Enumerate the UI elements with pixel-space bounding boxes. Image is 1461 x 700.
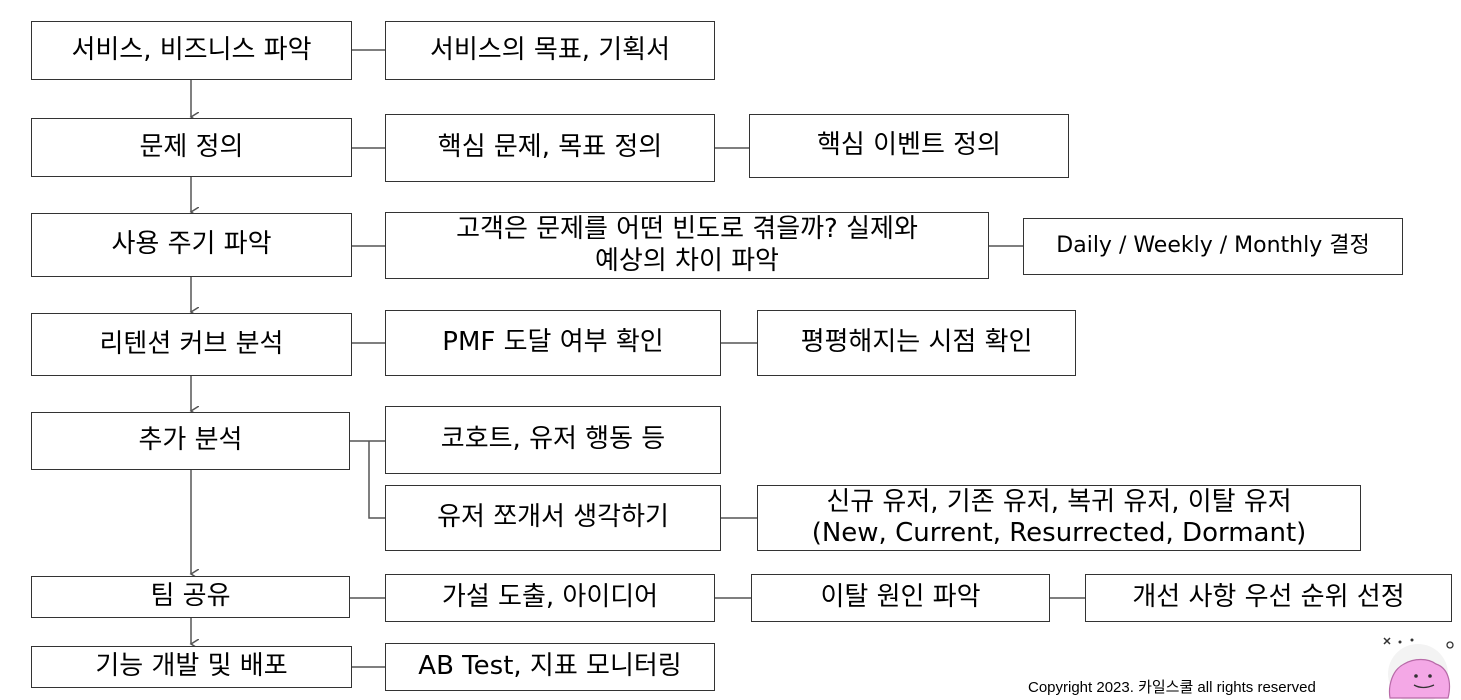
detail-label: 핵심 문제, 목표 정의: [437, 132, 663, 163]
detail-label-line2: 예상의 차이 파악: [595, 245, 779, 276]
step-define-problem: 문제 정의: [31, 118, 352, 177]
detail-label-line2: (New, Current, Resurrected, Dormant): [811, 518, 1307, 548]
detail-segment-users: 유저 쪼개서 생각하기: [385, 485, 721, 551]
detail-label: PMF 도달 여부 확인: [442, 327, 664, 358]
step-additional-analysis: 추가 분석: [31, 412, 350, 470]
detail-label: AB Test, 지표 모니터링: [418, 651, 682, 682]
detail-label: 이탈 원인 파악: [820, 582, 981, 613]
detail-flatten-point: 평평해지는 시점 확인: [757, 310, 1076, 376]
link-s5-d5b: [368, 441, 385, 519]
detail-hypothesis: 가설 도출, 아이디어: [385, 574, 715, 622]
step-label: 기능 개발 및 배포: [95, 651, 288, 682]
detail-label: 핵심 이벤트 정의: [817, 130, 1001, 161]
detail-ab-test: AB Test, 지표 모니터링: [385, 643, 715, 691]
step-label: 사용 주기 파악: [111, 229, 272, 260]
detail-label: 가설 도출, 아이디어: [441, 582, 659, 613]
detail-label: 코호트, 유저 행동 등: [440, 424, 666, 455]
detail-label-line1: 고객은 문제를 어떤 빈도로 겪을까? 실제와: [456, 214, 918, 245]
detail-user-types: 신규 유저, 기존 유저, 복귀 유저, 이탈 유저 (New, Current…: [757, 485, 1361, 551]
detail-frequency: 고객은 문제를 어떤 빈도로 겪을까? 실제와 예상의 차이 파악: [385, 212, 989, 279]
detail-cycle-decision: Daily / Weekly / Monthly 결정: [1023, 218, 1403, 275]
detail-label: Daily / Weekly / Monthly 결정: [1056, 233, 1370, 259]
step-usage-cycle: 사용 주기 파악: [31, 213, 352, 277]
detail-cohort: 코호트, 유저 행동 등: [385, 406, 721, 474]
detail-label: 서비스의 목표, 기획서: [429, 34, 671, 65]
detail-core-problem: 핵심 문제, 목표 정의: [385, 114, 715, 182]
step-understand-service: 서비스, 비즈니스 파악: [31, 21, 352, 80]
detail-label-line1: 신규 유저, 기존 유저, 복귀 유저, 이탈 유저: [826, 486, 1292, 517]
detail-service-goal: 서비스의 목표, 기획서: [385, 21, 715, 80]
step-label: 추가 분석: [138, 425, 243, 456]
detail-priority: 개선 사항 우선 순위 선정: [1085, 574, 1452, 622]
detail-pmf-check: PMF 도달 여부 확인: [385, 310, 721, 376]
step-retention-curve: 리텐션 커브 분석: [31, 313, 352, 376]
step-develop-deploy: 기능 개발 및 배포: [31, 646, 352, 688]
detail-label: 개선 사항 우선 순위 선정: [1132, 582, 1405, 613]
detail-core-event: 핵심 이벤트 정의: [749, 114, 1069, 178]
ditto-mascot-icon: [1383, 637, 1454, 700]
step-label: 문제 정의: [139, 131, 244, 162]
step-label: 팀 공유: [150, 581, 231, 612]
step-team-share: 팀 공유: [31, 576, 350, 618]
detail-label: 평평해지는 시점 확인: [800, 327, 1033, 358]
step-label: 리텐션 커브 분석: [99, 328, 284, 359]
detail-churn-cause: 이탈 원인 파악: [751, 574, 1050, 622]
detail-label: 유저 쪼개서 생각하기: [437, 502, 669, 533]
copyright-text: Copyright 2023. 카일스쿨 all rights reserved: [1028, 679, 1316, 696]
step-label: 서비스, 비즈니스 파악: [71, 34, 312, 65]
